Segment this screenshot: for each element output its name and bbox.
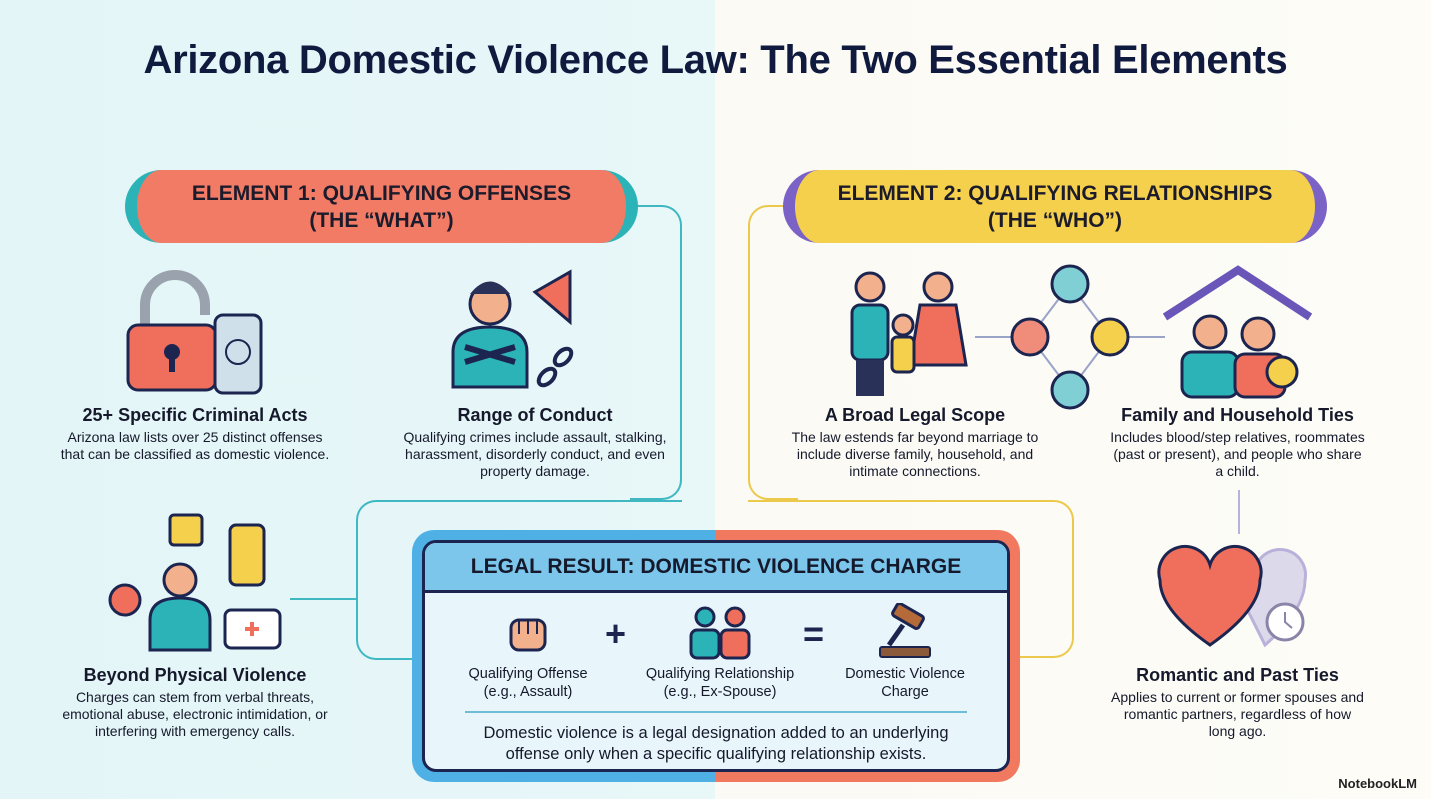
plus-sign: + bbox=[605, 613, 627, 654]
block-desc: Qualifying crimes include assault, stalk… bbox=[403, 429, 667, 479]
page-title: Arizona Domestic Violence Law: The Two E… bbox=[143, 38, 1288, 82]
result-item-relationship: Qualifying Relationship (e.g., Ex-Spouse) bbox=[635, 665, 805, 701]
block-desc: Charges can stem from verbal threats, em… bbox=[62, 689, 328, 739]
element-2-banner: ELEMENT 2: QUALIFYING RELATIONSHIPS (THE … bbox=[783, 170, 1327, 243]
item-label: Qualifying Offense bbox=[468, 666, 588, 682]
item-label: Domestic Violence bbox=[845, 666, 965, 682]
harassment-emergency-icon bbox=[108, 513, 282, 652]
divider bbox=[465, 711, 967, 713]
legal-result-header: LEGAL RESULT: DOMESTIC VIOLENCE CHARGE bbox=[425, 543, 1007, 593]
legal-result-box: LEGAL RESULT: DOMESTIC VIOLENCE CHARGE +… bbox=[412, 530, 1020, 782]
fist-icon bbox=[509, 618, 547, 652]
gavel-icon bbox=[879, 603, 931, 658]
connector-left bbox=[630, 205, 682, 500]
relationship-network-icon bbox=[975, 264, 1165, 410]
notebooklm-brand: NotebookLM bbox=[1338, 776, 1417, 791]
element-1-subtitle: (THE “WHAT”) bbox=[309, 208, 454, 232]
item-example: (e.g., Ex-Spouse) bbox=[663, 684, 777, 700]
element-2-title: ELEMENT 2: QUALIFYING RELATIONSHIPS bbox=[837, 181, 1273, 205]
element-2-subtitle: (THE “WHO”) bbox=[987, 208, 1123, 232]
item-example: (e.g., Assault) bbox=[483, 684, 573, 700]
connector-family-romance bbox=[1238, 490, 1240, 534]
block-title: Range of Conduct bbox=[457, 405, 613, 425]
block-title: Romantic and Past Ties bbox=[1136, 665, 1339, 685]
block-desc: Applies to current or former spouses and… bbox=[1111, 689, 1364, 739]
item-example: Charge bbox=[881, 684, 929, 700]
household-grandparents-icon bbox=[1162, 265, 1313, 399]
result-footnote: Domestic violence is a legal designation… bbox=[483, 724, 949, 763]
equals-sign: = bbox=[803, 613, 825, 654]
two-people-icon bbox=[689, 606, 751, 660]
connector-left-beyond bbox=[290, 598, 356, 600]
item-label: Qualifying Relationship bbox=[645, 666, 795, 682]
block-desc: The law estends far beyond marriage to i… bbox=[791, 429, 1039, 479]
block-desc: Arizona law lists over 25 distinct offen… bbox=[60, 429, 330, 462]
block-title: Family and Household Ties bbox=[1121, 405, 1354, 425]
block-title: 25+ Specific Criminal Acts bbox=[82, 405, 308, 425]
element-1-title: ELEMENT 1: QUALIFYING OFFENSES bbox=[191, 181, 572, 205]
result-item-offense: Qualifying Offense (e.g., Assault) bbox=[443, 665, 613, 701]
element-1-banner: ELEMENT 1: QUALIFYING OFFENSES (THE “WHAT… bbox=[125, 170, 638, 243]
connector-right bbox=[748, 205, 798, 500]
family-icon bbox=[850, 271, 968, 396]
block-title: Beyond Physical Violence bbox=[83, 665, 307, 685]
hearts-clock-icon bbox=[1157, 544, 1307, 648]
block-title: A Broad Legal Scope bbox=[824, 405, 1006, 425]
person-megaphone-chain-icon bbox=[451, 269, 574, 389]
block-desc: Includes blood/step relatives, roommates… bbox=[1110, 429, 1365, 479]
broken-lock-phone-icon bbox=[126, 270, 263, 395]
